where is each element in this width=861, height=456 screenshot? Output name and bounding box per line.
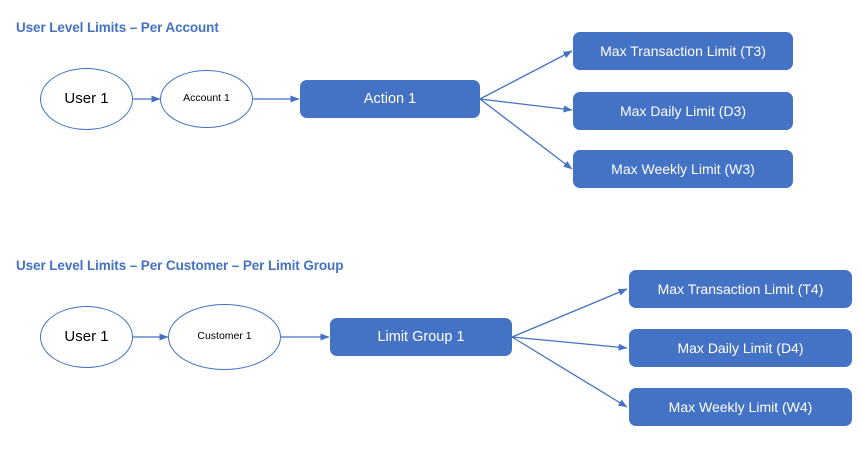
node-max-transaction-limit-t3[interactable]: Max Transaction Limit (T3) xyxy=(573,32,793,70)
connector-action1-to-max-transaction-limit-t3 xyxy=(479,50,573,100)
connector-action1-to-max-weekly-limit-w3 xyxy=(479,98,573,170)
node-user-1-per-account[interactable]: User 1 xyxy=(40,68,133,130)
node-max-daily-limit-d3[interactable]: Max Daily Limit (D3) xyxy=(573,92,793,130)
node-max-weekly-limit-w4[interactable]: Max Weekly Limit (W4) xyxy=(629,388,852,426)
node-action-1[interactable]: Action 1 xyxy=(300,80,480,118)
node-max-weekly-limit-w3[interactable]: Max Weekly Limit (W3) xyxy=(573,150,793,188)
connector-action1-to-max-daily-limit-d3 xyxy=(479,98,573,113)
connector-limit-group1-to-max-daily-limit-d4 xyxy=(511,336,628,351)
node-customer-1[interactable]: Customer 1 xyxy=(168,304,281,370)
node-max-transaction-limit-t4[interactable]: Max Transaction Limit (T4) xyxy=(629,270,852,308)
node-limit-group-1[interactable]: Limit Group 1 xyxy=(330,318,512,356)
connector-limit-group1-to-max-transaction-limit-t4 xyxy=(511,288,628,338)
node-max-daily-limit-d4[interactable]: Max Daily Limit (D4) xyxy=(629,329,852,367)
connector-limit-group1-to-max-weekly-limit-w4 xyxy=(511,336,628,408)
section-title-per-account: User Level Limits – Per Account xyxy=(16,20,219,35)
section-title-per-customer-per-limit-group: User Level Limits – Per Customer – Per L… xyxy=(16,258,344,273)
node-user-1-per-customer[interactable]: User 1 xyxy=(40,306,133,368)
node-account-1[interactable]: Account 1 xyxy=(160,70,253,128)
